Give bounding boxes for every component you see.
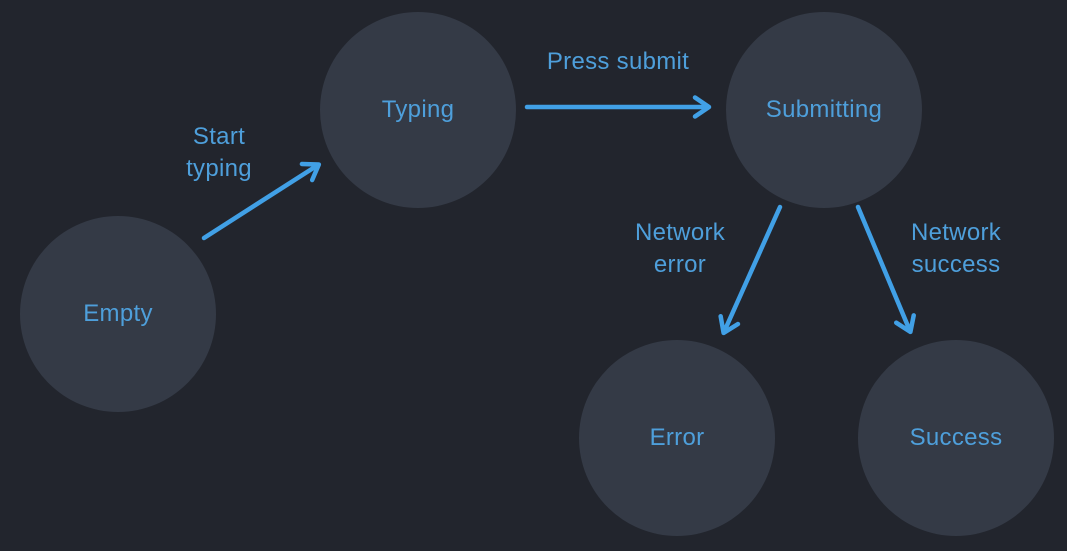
state-node-success: Success bbox=[858, 340, 1054, 536]
transition-label-line: success bbox=[911, 251, 1001, 278]
state-node-typing: Typing bbox=[320, 12, 516, 208]
state-node-empty: Empty bbox=[20, 216, 216, 412]
state-node-error: Error bbox=[579, 340, 775, 536]
arrow-network-error bbox=[718, 204, 783, 336]
transition-label-line: Press submit bbox=[546, 48, 690, 75]
transition-label-press-submit: Press submit bbox=[547, 46, 689, 78]
state-label-typing: Typing bbox=[381, 96, 455, 123]
transition-label-line: typing bbox=[186, 155, 252, 182]
transition-label-line: error bbox=[653, 251, 707, 278]
state-label-error: Error bbox=[649, 424, 705, 451]
state-label-success: Success bbox=[909, 424, 1003, 451]
transition-label-line: Network bbox=[910, 219, 1002, 246]
transition-label-line: Network bbox=[634, 219, 726, 246]
transition-label-line: Start bbox=[192, 123, 246, 150]
transition-label-network-success: Network success bbox=[911, 217, 1001, 281]
transition-label-start-typing: Start typing bbox=[186, 121, 252, 185]
state-label-submitting: Submitting bbox=[765, 96, 883, 123]
arrow-network-success bbox=[855, 204, 916, 335]
state-node-submitting: Submitting bbox=[726, 12, 922, 208]
transition-label-network-error: Network error bbox=[635, 217, 725, 281]
state-label-empty: Empty bbox=[83, 300, 153, 327]
